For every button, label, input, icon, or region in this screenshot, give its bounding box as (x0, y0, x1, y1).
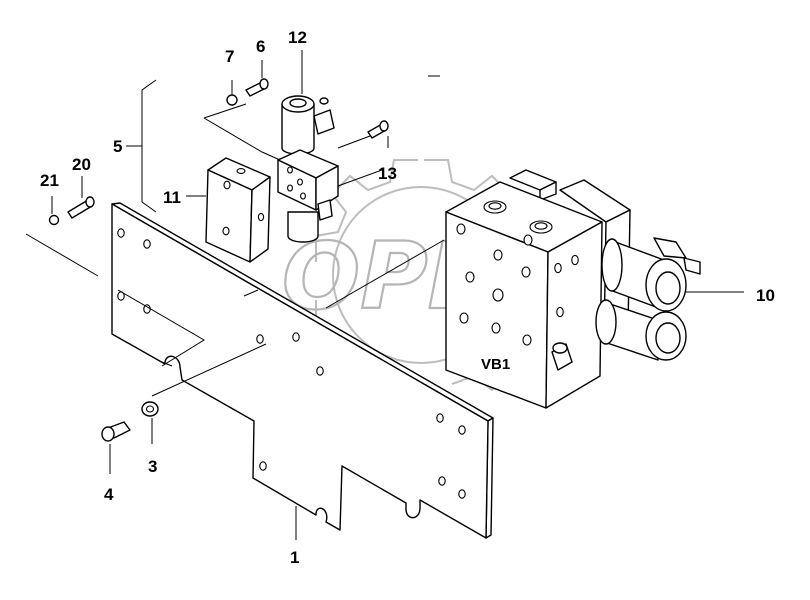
callout-20: 20 (72, 155, 91, 174)
screw-20 (67, 196, 95, 219)
top-port-inner (534, 222, 548, 230)
solenoid-valve (277, 95, 339, 243)
front-hole (521, 266, 531, 278)
screw-head (85, 196, 95, 208)
adjuster-cap (552, 342, 568, 354)
plate-hole (458, 489, 466, 499)
screw-4 (101, 421, 131, 442)
leader (151, 343, 267, 397)
leader-lines (25, 50, 744, 540)
callout-12: 12 (288, 28, 307, 47)
lower-coil (287, 211, 319, 243)
plate-hole (316, 366, 324, 376)
callout-10: 10 (756, 286, 775, 305)
side-hole (556, 306, 564, 318)
screw-head (259, 78, 269, 90)
solenoid-coil-lower (595, 299, 687, 361)
leader (117, 289, 205, 367)
plate-hole (256, 334, 264, 344)
side-hole (571, 254, 579, 266)
connector-screw (319, 97, 329, 105)
leader (337, 135, 371, 149)
solenoid-coil-upper (601, 237, 701, 312)
plate-hole (143, 239, 151, 249)
nut-7 (226, 94, 238, 106)
block-hole (223, 180, 231, 190)
block-side-hole (257, 212, 265, 222)
callout-6: 6 (256, 37, 265, 56)
plate-hole (436, 413, 444, 423)
plate-hole (438, 476, 446, 486)
plate-hole (259, 461, 267, 471)
callout-4: 4 (104, 485, 114, 504)
front-hole (492, 288, 504, 302)
valve-bank: VB1 (445, 169, 701, 409)
callout-numbers: 12 6 7 5 20 21 11 13 10 3 4 1 (40, 28, 775, 567)
screw-13 (367, 120, 389, 139)
coil-connector (653, 237, 687, 259)
callout-3: 3 (148, 457, 157, 476)
coil-rear (595, 299, 617, 345)
valve-bank-marking: VB1 (481, 356, 510, 373)
plate-hole (458, 425, 466, 435)
coil-rear (601, 238, 623, 292)
callout-11: 11 (163, 188, 181, 207)
callout-1: 1 (290, 548, 299, 567)
screw-head (101, 426, 115, 442)
front-hole (456, 223, 466, 235)
block-right-face (545, 221, 603, 409)
block-port (236, 168, 246, 174)
callout-7: 7 (225, 47, 234, 66)
upper-coil-nut (289, 98, 307, 108)
washer-3 (141, 401, 159, 417)
valve-port (300, 192, 306, 200)
leader (25, 233, 99, 277)
valve-port (287, 166, 293, 174)
washer-inner (145, 405, 155, 413)
coil-nut (655, 322, 681, 354)
front-hole (493, 249, 503, 261)
front-hole (523, 234, 533, 246)
plate-hole (292, 332, 300, 342)
front-hole (491, 322, 501, 334)
nut-21 (48, 214, 60, 226)
front-hole (459, 312, 469, 324)
front-hole (465, 271, 475, 283)
screw-head (379, 120, 389, 132)
valve-port (287, 184, 293, 192)
bracket-5 (141, 79, 157, 213)
plate-hole (117, 228, 125, 238)
callout-13: 13 (378, 164, 397, 183)
leader (203, 103, 247, 119)
front-hole (522, 334, 532, 346)
spacer-block (205, 157, 271, 263)
plate-front-face (111, 203, 489, 539)
callout-21: 21 (40, 171, 59, 190)
top-connector-side (539, 181, 557, 201)
leader (203, 117, 281, 161)
valve-body-side (315, 165, 339, 211)
valve-port (297, 178, 303, 186)
side-hole (554, 262, 562, 274)
screw-6 (245, 78, 269, 97)
leader (325, 239, 445, 309)
callout-5: 5 (113, 137, 122, 156)
block-hole (222, 226, 230, 236)
top-port-inner (488, 202, 502, 210)
lower-connector (317, 199, 333, 221)
leader (337, 169, 383, 187)
coil-nut (655, 271, 681, 305)
plate-notch-line (161, 361, 173, 367)
leader (243, 289, 259, 297)
upper-connector (313, 109, 335, 135)
mounting-plate (111, 202, 494, 539)
coil-plug (683, 257, 701, 275)
